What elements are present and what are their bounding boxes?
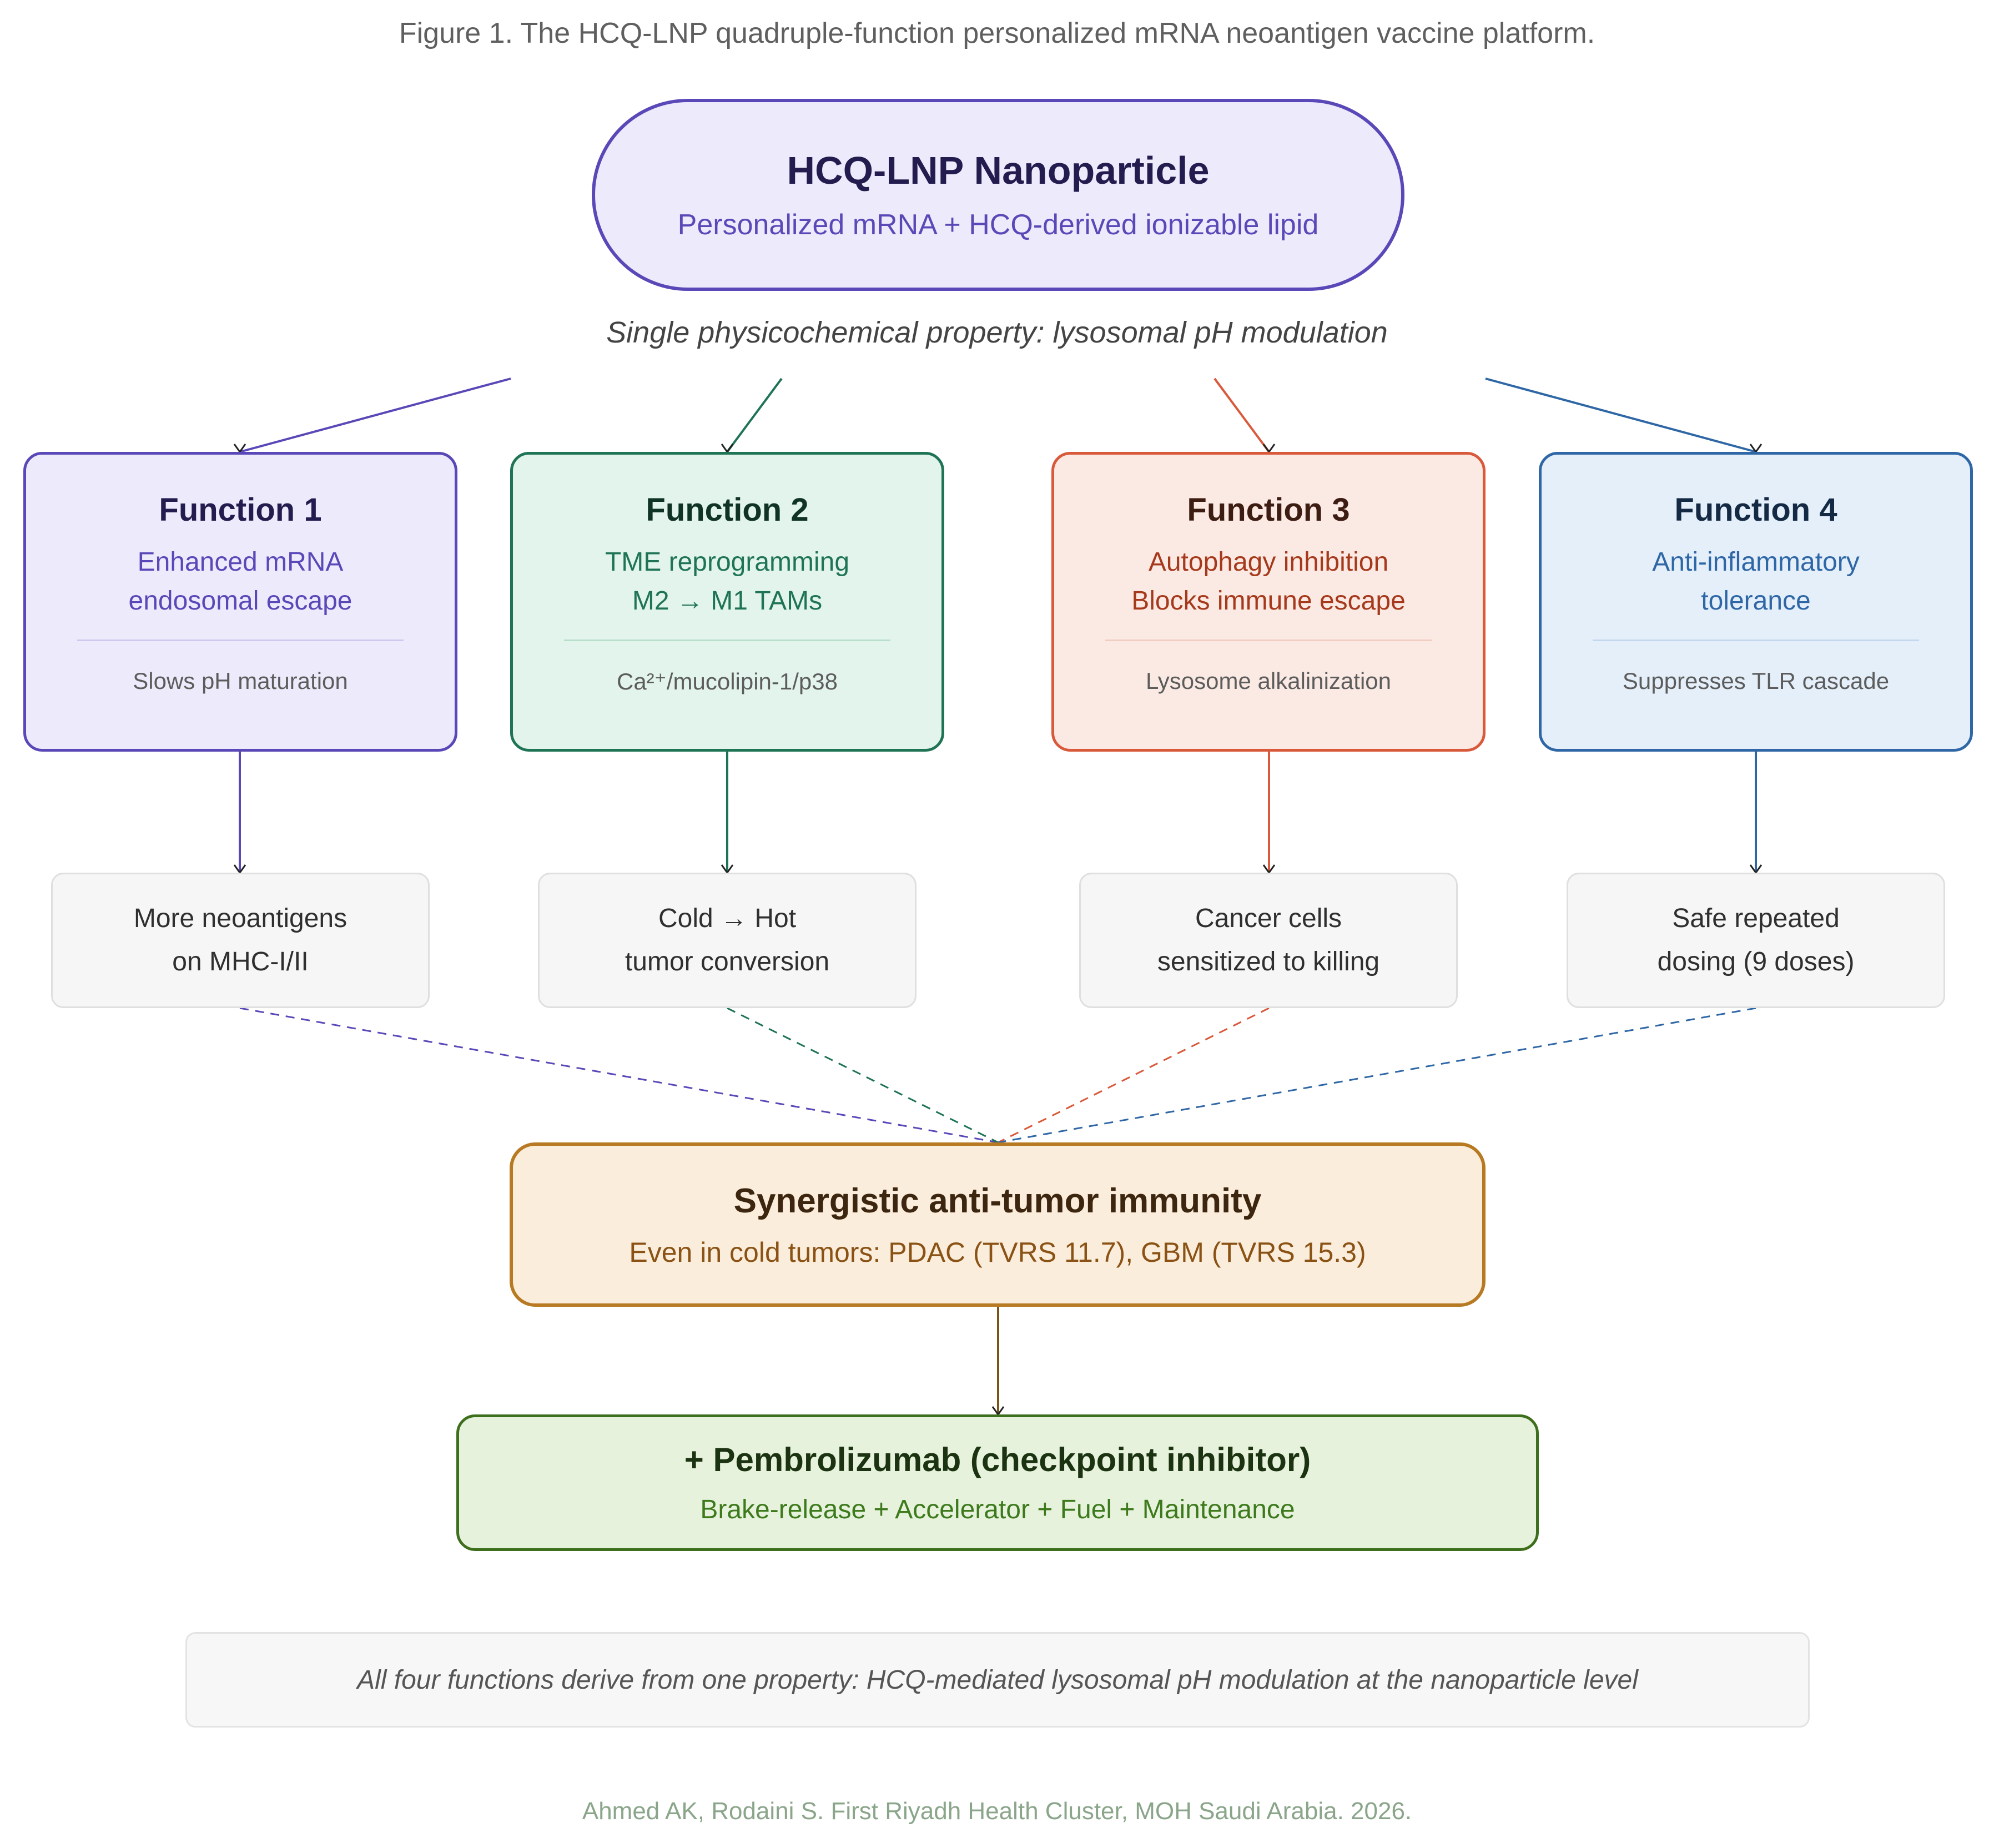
- outcome-2-box: Cold → Hot tumor conversion: [538, 873, 917, 1008]
- figure-caption: Figure 1. The HCQ-LNP quadruple-function…: [399, 17, 1595, 49]
- function-3-divider: [1105, 640, 1432, 641]
- outcome-2-to-synergy-dashed-line: [727, 1007, 999, 1144]
- hcq-lnp-nanoparticle-node: HCQ-LNP Nanoparticle Personalized mRNA +…: [592, 99, 1404, 291]
- function-3-box: Function 3 Autophagy inhibition Blocks i…: [1051, 452, 1486, 752]
- property-to-function-3-arrow: [1213, 377, 1270, 453]
- function-3-title: Function 3: [1187, 492, 1350, 528]
- synergy-title: Synergistic anti-tumor immunity: [733, 1181, 1262, 1220]
- function-3-description: Autophagy inhibition Blocks immune escap…: [1131, 547, 1406, 616]
- property-to-function-2-arrow: [726, 377, 783, 453]
- author-credit: Ahmed AK, Rodaini S. First Riyadh Health…: [582, 1797, 1412, 1825]
- top-node-title: HCQ-LNP Nanoparticle: [787, 149, 1210, 192]
- pembrolizumab-title: + Pembrolizumab (checkpoint inhibitor): [684, 1441, 1311, 1478]
- pembrolizumab-box: + Pembrolizumab (checkpoint inhibitor) B…: [456, 1414, 1539, 1551]
- function-3-mechanism: Lysosome alkalinization: [1145, 668, 1391, 694]
- synergy-subtitle: Even in cold tumors: PDAC (TVRS 11.7), G…: [629, 1236, 1366, 1268]
- function-1-description: Enhanced mRNA endosomal escape: [128, 547, 353, 616]
- function-4-description: Anti-inflammatory tolerance: [1652, 547, 1860, 616]
- property-label: Single physicochemical property: lysosom…: [606, 316, 1388, 349]
- function-4-box: Function 4 Anti-inflammatory tolerance S…: [1539, 452, 1973, 752]
- function-2-divider: [564, 640, 890, 641]
- outcome-3-box: Cancer cells sensitized to killing: [1079, 873, 1458, 1008]
- property-to-function-4-arrow: [1485, 377, 1756, 453]
- outcome-4-box: Safe repeated dosing (9 doses): [1567, 873, 1945, 1008]
- pembrolizumab-subtitle: Brake-release + Accelerator + Fuel + Mai…: [700, 1495, 1295, 1524]
- function-2-description: TME reprogramming M2 → M1 TAMs: [605, 547, 850, 616]
- outcome-4-to-synergy-dashed-line: [998, 1007, 1756, 1144]
- function-2-box: Function 2 TME reprogramming M2 → M1 TAM…: [510, 452, 944, 752]
- top-node-subtitle: Personalized mRNA + HCQ-derived ionizabl…: [677, 209, 1319, 241]
- summary-note: All four functions derive from one prope…: [185, 1632, 1810, 1728]
- function-4-title: Function 4: [1674, 492, 1837, 528]
- function-1-mechanism: Slows pH maturation: [133, 668, 348, 694]
- function-2-title: Function 2: [646, 492, 809, 528]
- outcome-1-to-synergy-dashed-line: [239, 1007, 999, 1144]
- property-to-function-1-arrow: [239, 377, 511, 453]
- function-4-divider: [1593, 640, 1919, 641]
- function-2-mechanism: Ca²⁺/mucolipin-1/p38: [616, 668, 838, 694]
- function-1-divider: [77, 640, 404, 641]
- outcome-1-box: More neoantigens on MHC-I/II: [51, 873, 430, 1008]
- function-4-mechanism: Suppresses TLR cascade: [1622, 668, 1890, 694]
- function-1-title: Function 1: [159, 492, 322, 528]
- synergy-box: Synergistic anti-tumor immunity Even in …: [510, 1142, 1486, 1307]
- function-1-box: Function 1 Enhanced mRNA endosomal escap…: [23, 452, 457, 752]
- outcome-3-to-synergy-dashed-line: [998, 1007, 1270, 1144]
